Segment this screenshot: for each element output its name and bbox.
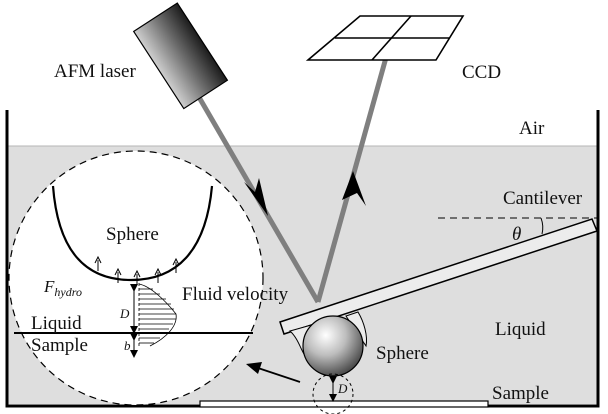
zoom-region-circle [312, 373, 354, 414]
inset-liquid-label: Liquid [31, 313, 82, 334]
sample-substrate [199, 400, 489, 408]
air-label: Air [519, 118, 545, 139]
sphere-label: Sphere [376, 343, 429, 364]
liquid-label: Liquid [495, 319, 546, 340]
zoom-arrow [257, 367, 301, 383]
gap-d-label: D [337, 381, 348, 396]
theta-angle-arc [540, 217, 544, 235]
zoom-arrow-head [246, 362, 262, 374]
ccd-label: CCD [462, 62, 501, 83]
hydro-force-subscript: hydro [54, 285, 82, 299]
cantilever-label: Cantilever [503, 188, 583, 209]
theta-label: θ [512, 224, 521, 245]
inset-b-label: b [124, 338, 131, 353]
afm-laser-source [132, 2, 229, 110]
inset-sphere-outline [51, 185, 214, 282]
afm-laser-label: AFM laser [54, 61, 136, 82]
hydro-force-arrows [94, 255, 180, 285]
incident-beam-arrowhead [244, 178, 268, 216]
inset-magnified-view [8, 150, 264, 406]
hydro-force-label: Fhydro [43, 277, 82, 299]
fluid-velocity-label: Fluid velocity [182, 284, 289, 305]
fluid-velocity-profile [138, 283, 177, 347]
sample-label: Sample [492, 383, 549, 404]
ccd-detector [305, 15, 465, 61]
inset-d-label: D [119, 306, 130, 321]
inset-sample-label: Sample [31, 335, 88, 356]
hydro-force-symbol: F [43, 277, 55, 296]
probe-sphere [302, 315, 364, 377]
reflected-beam-arrowhead [342, 171, 366, 206]
reflected-laser-beam [315, 35, 395, 303]
cantilever-beam [279, 218, 599, 335]
inset-sphere-label: Sphere [106, 224, 159, 245]
